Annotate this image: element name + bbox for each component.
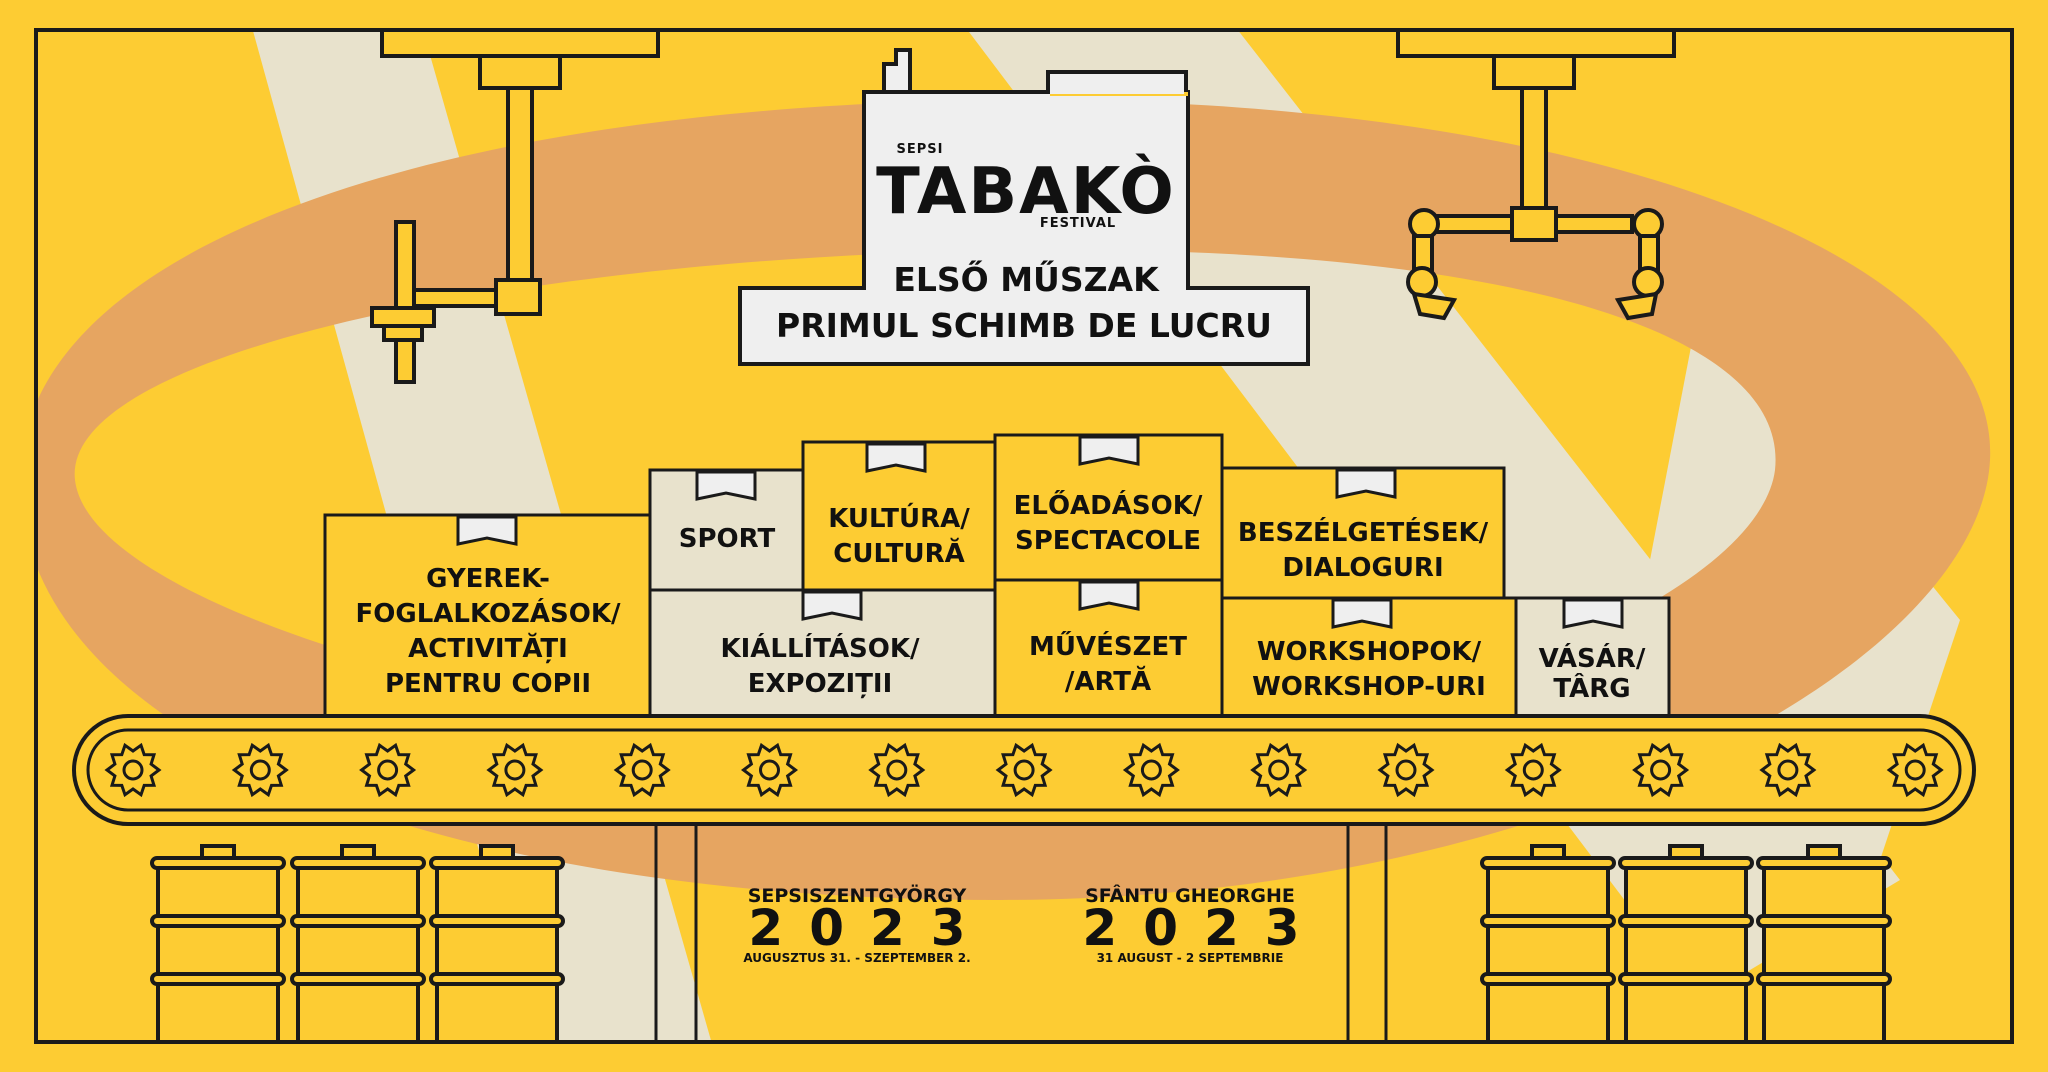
barrel-icon bbox=[1756, 844, 1892, 1044]
barrel-icon bbox=[150, 844, 286, 1044]
gear-icon bbox=[995, 742, 1053, 798]
gear-icon bbox=[868, 742, 926, 798]
logo-sepsi: SEPSI bbox=[897, 142, 944, 157]
gear-icon bbox=[104, 742, 162, 798]
box-eloadasok bbox=[993, 433, 1224, 582]
label-beszelgetesek-2: DIALOGURI bbox=[1282, 553, 1443, 583]
label-vasar-1: VÁSÁR/ bbox=[1539, 642, 1646, 674]
gear-icon bbox=[231, 742, 289, 798]
box-tape-tabs bbox=[456, 435, 1624, 629]
label-kiallitasok-2: EXPOZIȚII bbox=[748, 669, 893, 699]
label-sport: SPORT bbox=[679, 524, 776, 554]
label-kultura-1: KULTÚRA/ bbox=[828, 502, 970, 534]
logo-building: SEPSI TABAKÒ FESTIVAL ELSŐ MŰSZAK PRIMUL… bbox=[738, 48, 1310, 366]
label-kultura-2: CULTURĂ bbox=[833, 537, 964, 569]
box-labels: GYEREK- FOGLALKOZÁSOK/ ACTIVITĂȚI PENTRU… bbox=[356, 489, 1646, 704]
gear-icon bbox=[1759, 742, 1817, 798]
conveyor-belt bbox=[72, 714, 1976, 826]
label-muveszet-1: MŰVÉSZET bbox=[1029, 630, 1187, 662]
label-eloadasok-1: ELŐADÁSOK/ bbox=[1014, 489, 1203, 521]
poster-frame bbox=[34, 28, 2014, 1044]
barrel-icon bbox=[290, 844, 426, 1044]
belt-supports bbox=[654, 824, 1388, 1042]
city-romanian: SFÂNTU GHEORGHE bbox=[1085, 884, 1295, 907]
date-block-romanian: SFÂNTU GHEORGHE 2023 31 AUGUST - 2 SEPTE… bbox=[1082, 884, 1325, 965]
label-beszelgetesek-1: BESZÉLGETÉSEK/ bbox=[1238, 516, 1489, 548]
city-hungarian: SEPSISZENTGYÖRGY bbox=[748, 883, 967, 907]
range-hungarian: AUGUSZTUS 31. - SZEPTEMBER 2. bbox=[743, 951, 970, 965]
gear-icon bbox=[613, 742, 671, 798]
label-gyerek-2: FOGLALKOZÁSOK/ bbox=[356, 597, 621, 629]
label-workshopok-2: WORKSHOP-URI bbox=[1252, 672, 1486, 702]
gear-icon bbox=[1377, 742, 1435, 798]
range-romanian: 31 AUGUST - 2 SEPTEMBRIE bbox=[1097, 951, 1284, 965]
robot-claw-icon bbox=[1396, 28, 1676, 321]
gear-icon bbox=[1122, 742, 1180, 798]
year-hungarian: 2023 bbox=[748, 899, 991, 957]
label-vasar-2: TÂRG bbox=[1553, 672, 1630, 704]
label-gyerek-3: ACTIVITĂȚI bbox=[408, 632, 568, 664]
gear-icon bbox=[740, 742, 799, 798]
robot-arm-icon bbox=[370, 28, 660, 384]
label-muveszet-2: /ARTĂ bbox=[1065, 665, 1151, 697]
gear-icon bbox=[1632, 742, 1690, 798]
label-gyerek-4: PENTRU COPII bbox=[385, 669, 591, 699]
label-kiallitasok-1: KIÁLLÍTÁSOK/ bbox=[720, 632, 920, 664]
gear-icon bbox=[1504, 742, 1562, 798]
barrel-group bbox=[150, 844, 1892, 1044]
gear-icon bbox=[1886, 742, 1944, 798]
barrel-icon bbox=[1618, 844, 1754, 1044]
logo-festival: FESTIVAL bbox=[1040, 216, 1116, 231]
headline-romanian: PRIMUL SCHIMB DE LUCRU bbox=[776, 306, 1272, 345]
barrel-icon bbox=[429, 844, 565, 1044]
label-gyerek-1: GYEREK- bbox=[426, 564, 550, 594]
logo-name: TABAKÒ bbox=[876, 153, 1176, 229]
label-eloadasok-2: SPECTACOLE bbox=[1015, 526, 1201, 556]
headline-hungarian: ELSŐ MŰSZAK bbox=[893, 259, 1160, 299]
date-block-hungarian: SEPSISZENTGYÖRGY 2023 AUGUSZTUS 31. - SZ… bbox=[743, 883, 991, 965]
gear-icon bbox=[1250, 742, 1308, 798]
barrel-icon bbox=[1480, 844, 1616, 1044]
box-gyerek bbox=[323, 513, 652, 719]
gear-icon bbox=[359, 742, 417, 798]
label-workshopok-1: WORKSHOPOK/ bbox=[1257, 637, 1482, 667]
year-romanian: 2023 bbox=[1082, 899, 1325, 957]
gear-icon bbox=[486, 742, 544, 798]
